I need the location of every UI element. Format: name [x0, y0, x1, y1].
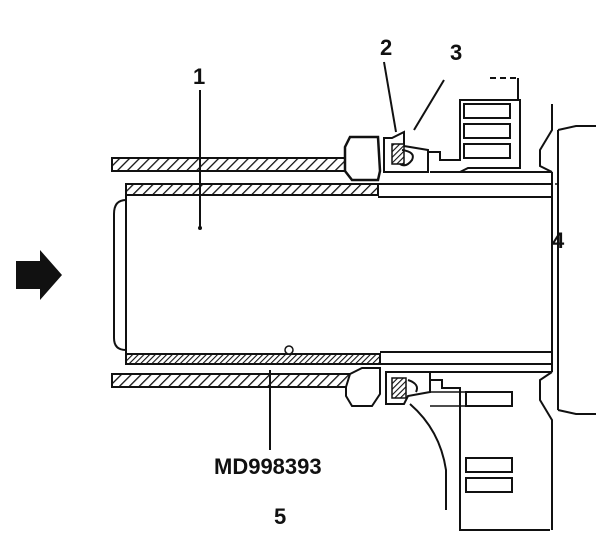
- housing-wall-upper: [111, 147, 353, 172]
- tool-code-label: MD998393: [214, 454, 322, 479]
- installer-tool-upper-sleeve: [125, 183, 379, 196]
- callout-3: 3: [450, 40, 462, 65]
- right-arrow-icon: [16, 250, 62, 300]
- leader-lines: [198, 61, 445, 450]
- gear-lower: [409, 379, 550, 531]
- installer-tool-lower-sleeve: [125, 345, 381, 365]
- oil-seal-upper: [383, 130, 429, 173]
- callout-1: 1: [193, 64, 205, 89]
- housing-boss-upper: [343, 135, 382, 182]
- callout-2: 2: [380, 35, 392, 60]
- callout-5: 5: [274, 504, 286, 529]
- flange-plate: [520, 104, 596, 530]
- shaft: [378, 171, 553, 373]
- callout-4: 4: [552, 228, 565, 253]
- oil-seal-lower: [385, 371, 431, 405]
- gear-upper: [428, 77, 521, 173]
- housing-wall-lower: [111, 367, 381, 407]
- installer-tool-body: [113, 195, 127, 354]
